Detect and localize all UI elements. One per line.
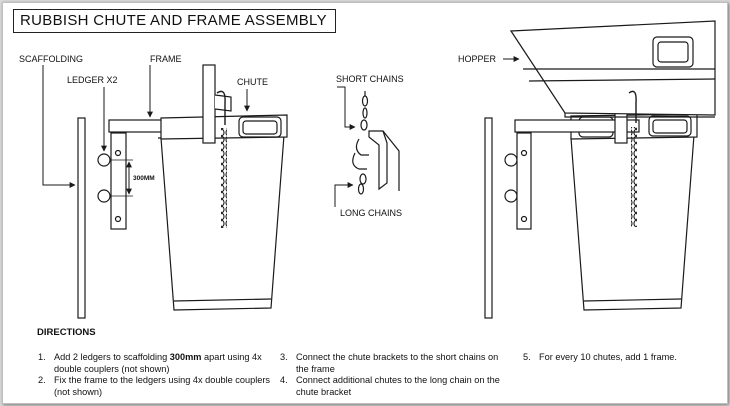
- chain-detail: [352, 91, 400, 195]
- right-assembly: [484, 20, 716, 319]
- direction-step-3: 3. Connect the chute brackets to the sho…: [280, 352, 499, 374]
- right-labels: HOPPER: [458, 54, 520, 64]
- direction-step-5: 5. For every 10 chutes, add 1 frame.: [523, 352, 677, 362]
- left-labels: SCAFFOLDING LEDGER X2 FRAME CHUTE 300MM: [19, 54, 268, 197]
- scaffold-post: [77, 117, 86, 319]
- long-chain: [221, 128, 227, 228]
- frame-plate: [110, 132, 127, 230]
- direction-step-1: 1. Add 2 ledgers to scaffolding 300mm ap…: [38, 352, 262, 374]
- long-chain-right: [631, 127, 637, 227]
- label-frame: FRAME: [150, 54, 182, 64]
- direction-step-2: 2. Fix the frame to the ledgers using 4x…: [38, 375, 271, 397]
- scaffold-post-right: [484, 117, 493, 319]
- label-short-chains: SHORT CHAINS: [336, 74, 404, 84]
- ledger-upper: [97, 153, 111, 167]
- label-ledger: LEDGER X2: [67, 75, 118, 85]
- label-hopper: HOPPER: [458, 54, 497, 64]
- directions-heading: DIRECTIONS: [37, 327, 96, 338]
- diagram-title: RUBBISH CHUTE AND FRAME ASSEMBLY: [13, 9, 336, 33]
- label-scaffolding: SCAFFOLDING: [19, 54, 83, 64]
- center-labels: SHORT CHAINS LONG CHAINS: [334, 74, 404, 218]
- hopper: [509, 20, 716, 116]
- assembly-illustration: SCAFFOLDING LEDGER X2 FRAME CHUTE 300MM: [19, 20, 716, 319]
- frame-upright: [202, 64, 216, 144]
- direction-step-4: 4. Connect additional chutes to the long…: [280, 375, 500, 397]
- left-assembly: [77, 64, 288, 319]
- label-chute: CHUTE: [237, 77, 268, 87]
- label-long-chains: LONG CHAINS: [340, 208, 402, 218]
- label-spacing: 300MM: [133, 175, 155, 182]
- ledger-lower: [97, 189, 111, 203]
